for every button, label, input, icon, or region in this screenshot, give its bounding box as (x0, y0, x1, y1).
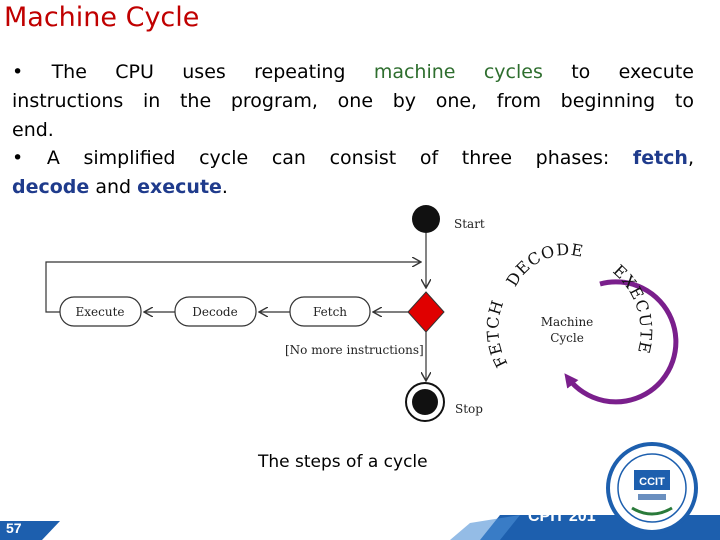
university-logo: CCIT (606, 442, 698, 534)
start-label: Start (454, 217, 485, 231)
execute-label: Execute (75, 305, 124, 319)
highlight-fetch: fetch (632, 147, 688, 169)
bullet-2-text: • A simplified cycle can consist of thre… (12, 147, 633, 169)
bullet-1-line-2: instructions in the program, one by one,… (12, 90, 694, 112)
machine-cycle-arc (564, 279, 679, 405)
highlight-machine-cycles: machine cycles (373, 61, 543, 83)
bullet-1-text-end: to execute (542, 61, 694, 83)
guard-label: [No more instructions] (285, 343, 424, 357)
bullet-1-line-1: • The CPU uses repeating machine cycles … (12, 58, 694, 87)
logo-text: CCIT (639, 476, 665, 488)
execute-node (59, 296, 142, 327)
start-node (412, 205, 440, 233)
stop-node-inner (412, 389, 438, 415)
arc-decode-label: DECODE (502, 240, 585, 290)
decision-node (407, 291, 445, 333)
cycle-center-line-1: Machine (541, 315, 594, 329)
bullet-1-text: • The CPU uses repeating (12, 61, 374, 83)
bullet-1-line-3: end. (12, 119, 54, 141)
slide-title: Machine Cycle (4, 2, 200, 33)
highlight-execute: execute (137, 176, 222, 198)
highlight-decode: decode (12, 176, 90, 198)
bullet-2-line-2: decode and execute. (12, 173, 694, 202)
arc-execute-label: EXECUTE (609, 261, 655, 356)
bullet-2-period: . (221, 176, 228, 198)
fetch-label: Fetch (313, 305, 347, 319)
bullet-2-comma: , (687, 147, 694, 169)
bullet-2-line-1: • A simplified cycle can consist of thre… (12, 144, 694, 173)
bullet-2-and: and (89, 176, 138, 198)
arc-fetch-label: FETCH (483, 297, 511, 370)
course-code: CPIT 201 (528, 508, 596, 525)
loop-back-arrow (45, 262, 420, 313)
stop-label: Stop (455, 402, 483, 416)
cycle-center-line-2: Cycle (550, 331, 584, 345)
diagram-caption: The steps of a cycle (258, 452, 428, 472)
page-number: 57 (6, 520, 22, 536)
machine-cycle-diagram: Start Fetch Decode Execute [No more inst… (45, 205, 679, 422)
footer-bar (0, 515, 720, 540)
decode-label: Decode (192, 305, 237, 319)
